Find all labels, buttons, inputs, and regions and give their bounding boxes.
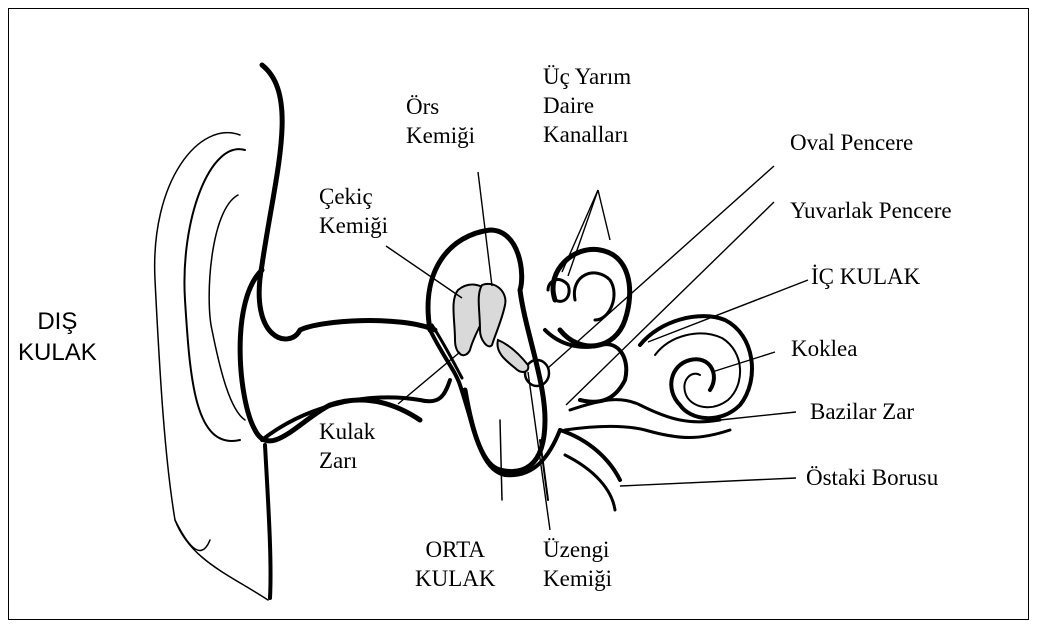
label-round-window: Yuvarlak Pencere	[790, 196, 952, 225]
cochlea-outer	[640, 316, 752, 418]
middle-ear-inner	[500, 420, 502, 500]
label-semicircular-canals: Üç Yarım Daire Kanalları	[543, 62, 631, 149]
pinna-helix	[240, 270, 420, 441]
label-malleus: Çekiç Kemiği	[319, 182, 388, 240]
label-eardrum: Kulak Zarı	[319, 417, 375, 475]
leader-eustachian	[620, 478, 796, 486]
label-cochlea: Koklea	[791, 334, 857, 363]
pinna-outer-rim	[155, 133, 268, 600]
label-incus: Örs Kemiği	[406, 92, 475, 150]
semicircular-canal-outer	[553, 249, 630, 346]
label-outer-ear: DIŞ KULAK	[18, 306, 97, 368]
basilar-duct-lower	[565, 426, 730, 437]
label-eustachian-tube: Östaki Borusu	[806, 463, 938, 492]
leader-inner-ear	[648, 280, 808, 342]
pinna-antihelix	[209, 195, 245, 420]
label-middle-ear: ORTA KULAK	[415, 535, 496, 593]
label-inner-ear: İÇ KULAK	[811, 262, 920, 291]
stapes-bone	[497, 340, 528, 372]
leader-canal-c	[598, 190, 610, 240]
pinna-inner-fold	[184, 149, 245, 441]
label-stapes: Üzengi Kemiği	[543, 535, 612, 593]
leader-canal-b	[568, 190, 598, 276]
pinna-root	[265, 445, 271, 598]
leader-cochlea	[712, 352, 775, 372]
pinna-lobe	[175, 520, 210, 550]
incus-bone	[479, 284, 506, 346]
label-basilar-membrane: Bazilar Zar	[810, 397, 914, 426]
leader-round-window	[566, 202, 774, 405]
vestibule	[545, 330, 626, 402]
leader-malleus	[386, 246, 462, 298]
label-oval-window: Oval Pencere	[790, 128, 913, 157]
leader-canal-a	[562, 190, 598, 272]
cochlea-inner	[655, 333, 740, 407]
leader-stapes	[528, 372, 550, 530]
middle-ear-cavity	[428, 230, 545, 472]
semicircular-canal-inner	[574, 273, 614, 320]
leader-eardrum	[398, 352, 460, 404]
